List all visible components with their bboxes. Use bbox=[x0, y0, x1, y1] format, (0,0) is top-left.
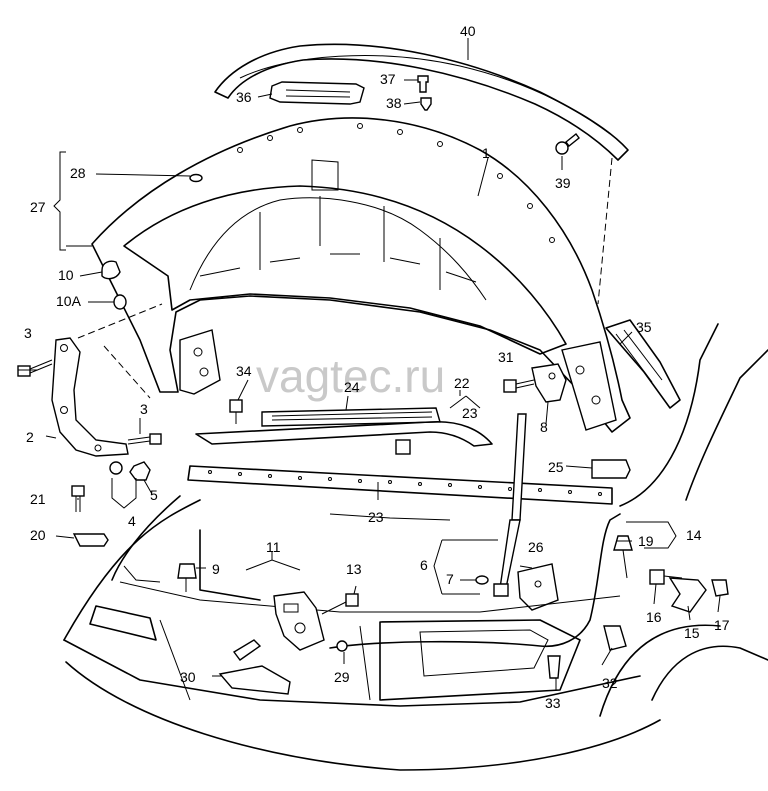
callout-19: 19 bbox=[638, 533, 654, 549]
hood-1 bbox=[91, 117, 631, 433]
clip-33 bbox=[547, 655, 561, 679]
callout-10: 10 bbox=[58, 267, 74, 283]
callout-11: 11 bbox=[266, 539, 281, 555]
dashed-connector-right bbox=[597, 157, 613, 305]
callout-20: 20 bbox=[30, 527, 46, 543]
callout-39: 39 bbox=[555, 175, 571, 191]
callout-38: 38 bbox=[386, 95, 402, 111]
bolt-3-lower bbox=[127, 433, 162, 445]
bracket-30 bbox=[218, 665, 291, 695]
callout-1: 1 bbox=[482, 145, 490, 161]
callout-15: 15 bbox=[684, 625, 700, 641]
callout-16: 16 bbox=[646, 609, 662, 625]
washer-4 bbox=[109, 461, 123, 475]
callout-30: 30 bbox=[180, 669, 196, 685]
cable-end-29 bbox=[336, 640, 348, 652]
callout-29: 29 bbox=[334, 669, 350, 685]
gas-strut-6 bbox=[493, 413, 527, 597]
callout-6: 6 bbox=[420, 557, 428, 573]
callout-36: 36 bbox=[236, 89, 252, 105]
seal-22-23 bbox=[195, 420, 493, 455]
callout-24: 24 bbox=[344, 379, 360, 395]
bolt-34 bbox=[229, 399, 243, 424]
callout-5: 5 bbox=[150, 487, 158, 503]
callout-27: 27 bbox=[30, 199, 46, 215]
sealing-strip-23 bbox=[187, 465, 613, 505]
callout-9: 9 bbox=[212, 561, 220, 577]
cable-holder-19 bbox=[613, 535, 633, 579]
callout-34: 34 bbox=[236, 363, 252, 379]
bump-stop-10a bbox=[113, 294, 127, 310]
bolt-39 bbox=[555, 133, 580, 155]
trim-clip-36 bbox=[269, 81, 365, 105]
hood-hinge-2 bbox=[51, 337, 129, 457]
strut-bracket-8 bbox=[531, 363, 567, 403]
callout-25: 25 bbox=[548, 459, 564, 475]
screw-38 bbox=[420, 97, 432, 111]
bolt-31 bbox=[503, 379, 535, 393]
callout-14: 14 bbox=[686, 527, 702, 543]
callout-26: 26 bbox=[528, 539, 544, 555]
bolt-21 bbox=[71, 485, 85, 512]
callout-22: 22 bbox=[454, 375, 470, 391]
clip-20 bbox=[72, 533, 109, 547]
leader-lines bbox=[18, 38, 721, 690]
cap-25 bbox=[591, 459, 631, 479]
callout-28: 28 bbox=[70, 165, 86, 181]
clip-32 bbox=[603, 625, 627, 651]
bolt-13 bbox=[321, 593, 359, 615]
callout-32: 32 bbox=[602, 675, 618, 691]
dashed-connector-hinge bbox=[77, 303, 163, 399]
nut-5 bbox=[129, 461, 151, 481]
bolt-16 bbox=[649, 569, 683, 585]
callout-23-upper: 23 bbox=[462, 405, 478, 421]
clip-7 bbox=[475, 575, 489, 585]
callout-33: 33 bbox=[545, 695, 561, 711]
callout-31: 31 bbox=[498, 349, 514, 365]
expanding-rivet-37 bbox=[417, 75, 429, 93]
lever-15 bbox=[668, 577, 707, 613]
hood-lock-11 bbox=[232, 591, 325, 661]
bump-stop-10 bbox=[101, 260, 121, 280]
callout-7: 7 bbox=[446, 571, 454, 587]
clip-17 bbox=[711, 579, 729, 597]
callout-21: 21 bbox=[30, 491, 46, 507]
callout-8: 8 bbox=[540, 419, 548, 435]
group-brackets bbox=[53, 151, 677, 595]
callout-37: 37 bbox=[380, 71, 396, 87]
watermark-text: vagtec.ru bbox=[256, 350, 445, 402]
bracket-26 bbox=[517, 563, 559, 611]
bolt-3-upper bbox=[17, 359, 53, 377]
buffer-9 bbox=[177, 563, 197, 592]
callout-10a: 10A bbox=[56, 293, 82, 309]
callout-3-upper: 3 bbox=[24, 325, 32, 341]
grommet-28 bbox=[189, 173, 203, 183]
callout-40: 40 bbox=[460, 23, 476, 39]
callout-13: 13 bbox=[346, 561, 362, 577]
callout-35: 35 bbox=[636, 319, 652, 335]
callout-3-lower: 3 bbox=[140, 401, 148, 417]
callout-23-lower: 23 bbox=[368, 509, 384, 525]
callout-labels: 40 37 38 36 39 1 28 27 10 10A 3 3 2 5 21… bbox=[24, 23, 730, 711]
callout-2: 2 bbox=[26, 429, 34, 445]
front-end-body bbox=[63, 323, 768, 771]
callout-4: 4 bbox=[128, 513, 136, 529]
callout-17: 17 bbox=[714, 617, 730, 633]
hood-seal-strip-40 bbox=[214, 43, 629, 161]
